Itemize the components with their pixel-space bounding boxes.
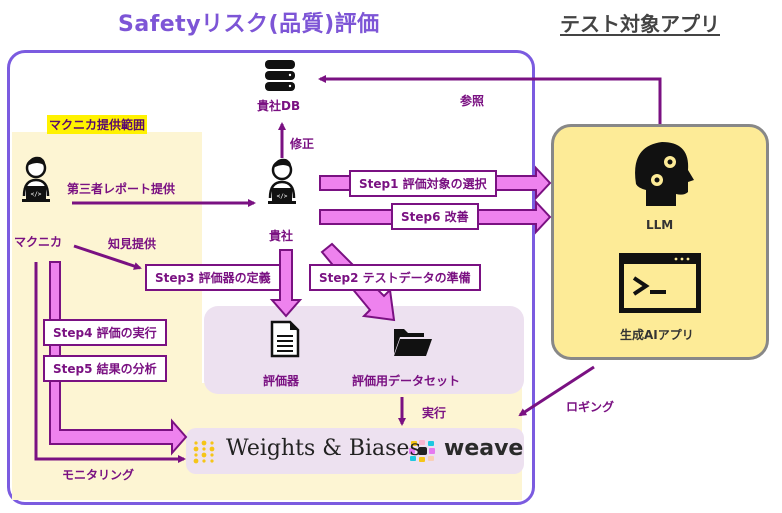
company-db-label: 貴社DB bbox=[257, 99, 301, 113]
step4-5-arrow bbox=[49, 261, 188, 456]
wandb-label: Weights & Biases bbox=[226, 436, 421, 461]
company-person-icon: </> bbox=[268, 158, 296, 204]
reference-label: 参照 bbox=[460, 94, 485, 108]
step3-box: Step3 評価器の定義 bbox=[145, 264, 281, 291]
svg-text:</>: </> bbox=[31, 191, 42, 198]
knowledge-label: 知見提供 bbox=[108, 237, 157, 251]
wandb-logo-icon bbox=[193, 440, 215, 464]
safety-risk-evaluation-title: Safetyリスク(品質)評価 bbox=[118, 12, 380, 37]
modify-label: 修正 bbox=[290, 137, 315, 151]
weave-logo-icon bbox=[409, 440, 435, 462]
company-label: 貴社 bbox=[269, 229, 294, 243]
database-icon bbox=[265, 60, 295, 91]
monitoring-arrow bbox=[34, 262, 186, 463]
test-target-app-box bbox=[551, 124, 769, 360]
asset-container bbox=[204, 306, 524, 394]
macnica-provided-area-label: マクニカ提供範囲 bbox=[47, 115, 148, 134]
step4-box: Step4 評価の実行 bbox=[43, 319, 167, 346]
logging-arrow bbox=[518, 365, 595, 417]
reference-arrow bbox=[318, 75, 662, 124]
step5-box: Step5 結果の分析 bbox=[43, 355, 167, 382]
svg-text:</>: </> bbox=[277, 193, 288, 200]
macnica-person-icon: </> bbox=[22, 156, 50, 202]
step6-box: Step6 改善 bbox=[391, 203, 479, 230]
llm-brain-gears-icon bbox=[635, 142, 694, 206]
test-target-app-title: テスト対象アプリ bbox=[560, 12, 720, 36]
step2-box: Step2 テストデータの準備 bbox=[309, 264, 481, 291]
step1-box: Step1 評価対象の選択 bbox=[349, 170, 497, 197]
evaluator-label: 評価器 bbox=[263, 374, 300, 388]
wandb-weave-container bbox=[186, 428, 524, 474]
execute-label: 実行 bbox=[422, 406, 447, 420]
document-icon bbox=[270, 320, 300, 358]
knowledge-arrow bbox=[73, 244, 142, 270]
step3-arrow bbox=[269, 249, 303, 318]
logging-label: ロギング bbox=[566, 400, 615, 414]
monitoring-label: モニタリング bbox=[62, 468, 135, 482]
macnica-label: マクニカ bbox=[14, 235, 63, 249]
genai-app-label: 生成AIアプリ bbox=[620, 328, 694, 342]
third-party-report-label: 第三者レポート提供 bbox=[67, 182, 176, 196]
weave-label: weave bbox=[444, 436, 524, 461]
folder-icon bbox=[394, 329, 432, 356]
dataset-label: 評価用データセット bbox=[352, 374, 461, 388]
llm-label: LLM bbox=[646, 218, 674, 232]
terminal-window-icon bbox=[619, 253, 701, 313]
evaluation-frame bbox=[7, 50, 535, 505]
